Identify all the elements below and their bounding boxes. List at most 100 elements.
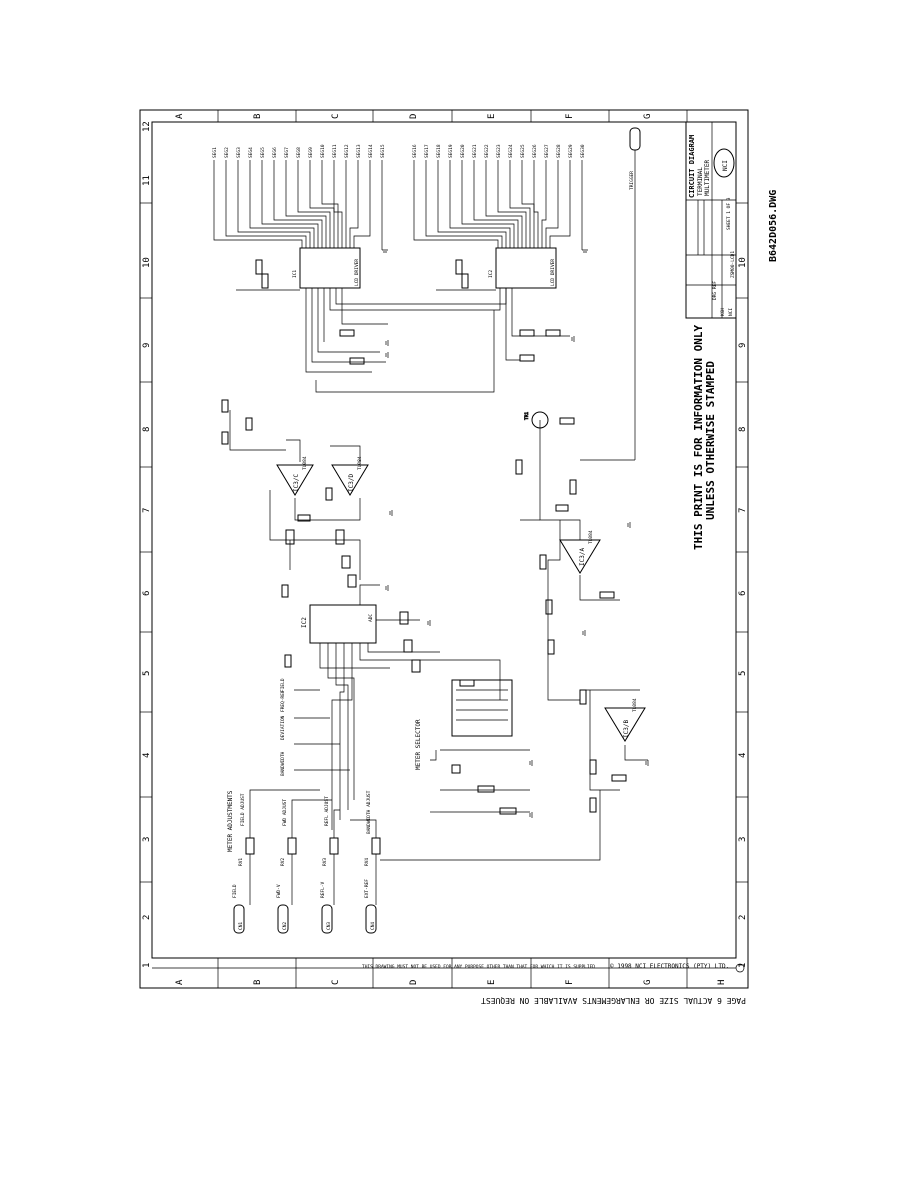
ic2-type: ADC: [368, 614, 374, 622]
pot-bw-ref: RV4: [364, 858, 370, 866]
pot-field-label: FIELD ADJUST: [240, 793, 246, 826]
nci-logo-text: NCI: [722, 160, 729, 171]
ic3b-label: IC3/B: [623, 720, 630, 738]
zone-num-r9: 9: [738, 343, 748, 348]
lcd-driver-b: IC2 LCD DRIVER: [488, 247, 557, 289]
seg-a-4: SEG4: [248, 147, 254, 158]
zone-letter-f2: F: [565, 980, 575, 985]
cn-refl-label: REFL-V: [320, 881, 326, 898]
ic2-ref: IC2: [301, 617, 308, 628]
zone-num-3: 3: [142, 837, 152, 842]
lcd-driver-a: IC1 LCD DRIVER: [292, 247, 361, 289]
cn4-ref: CN4: [370, 922, 376, 930]
inner-border: [151, 121, 737, 959]
seg-b-6: SEG21: [472, 144, 478, 158]
zone-letter-a2: A: [175, 979, 185, 985]
seg-a-7: SEG7: [284, 147, 290, 158]
drg-ref: DRG REF: [712, 281, 718, 300]
lcd-support-parts: [236, 259, 496, 291]
ic3a-type: TL084: [588, 530, 594, 544]
pot-refl-ref: RV3: [322, 858, 328, 866]
trigger-label: TRIGGER: [629, 171, 635, 190]
seg-a-9: SEG9: [308, 147, 314, 158]
opamp-ic3c: IC3/C TL084: [276, 456, 314, 496]
zone-num-r4: 4: [738, 753, 748, 758]
meter-adjust-title: METER ADJUSTMENTS: [227, 790, 234, 852]
drawing-number: B642D056.DWG: [768, 190, 779, 262]
ic3c-type: TL084: [302, 456, 308, 470]
zone-num-r2: 2: [738, 915, 748, 920]
seg-b-8: SEG23: [496, 144, 502, 158]
zone-letter-c: C: [331, 114, 341, 119]
opamp-ic3b: IC3/B TL084: [604, 698, 646, 742]
seg-a-3: SEG3: [236, 147, 242, 158]
ic3d-type: TL084: [357, 456, 363, 470]
seg-a-10: SEG10: [320, 144, 326, 158]
ic2-wiring: [281, 584, 501, 830]
zone-num-1: 1: [142, 963, 152, 968]
segment-labels-b: SEG16 SEG17 SEG18 SEG19 SEG20 SEG21 SEG2…: [412, 144, 586, 158]
zone-letter-g2: G: [643, 980, 653, 985]
tr1-label: TR1: [524, 412, 530, 420]
connectors: FIELD FWD-V REFL-V EXT-REF CN1 CN2 CN3 C…: [232, 879, 377, 934]
cn3-ref: CN3: [326, 922, 332, 930]
zone-num-9: 9: [142, 343, 152, 348]
seg-a-12: SEG12: [344, 144, 350, 158]
footer-note: PAGE 6 ACTUAL SIZE OR ENLARGEMENTS AVAIL…: [481, 996, 746, 1005]
seg-a-2: SEG2: [224, 147, 230, 158]
seg-a-14: SEG14: [368, 144, 374, 158]
zone-num-10: 10: [142, 257, 152, 268]
lcd-a-ref: IC1: [292, 270, 298, 278]
stamp-line-1: THIS PRINT IS FOR INFORMATION ONLY: [692, 324, 705, 550]
pot-fwd-label: FWD ADJUST: [282, 799, 288, 826]
seg-a-8: SEG8: [296, 147, 302, 158]
opamp-ab-wiring: TR1: [515, 411, 648, 813]
seg-a-5: SEG5: [260, 147, 266, 158]
zone-letter-e2: E: [487, 980, 497, 985]
cn2-ref: CN2: [282, 922, 288, 930]
seg-b-11: SEG26: [532, 144, 538, 158]
zone-num-r10: 10: [738, 257, 748, 268]
zone-num-r6: 6: [738, 591, 748, 596]
seg-b-3: SEG18: [436, 144, 442, 158]
seg-b-10: SEG25: [520, 144, 526, 158]
lcd-a-type: LCD DRIVER: [354, 259, 360, 286]
zone-letter-h2: H: [717, 980, 727, 985]
title-block: CIRCUIT DIAGRAM TERMINAL MULTIMETER NCI …: [685, 121, 737, 319]
nci-logo: [713, 148, 735, 178]
copyright-circle: [735, 963, 745, 973]
zone-num-7: 7: [142, 508, 152, 513]
seg-a-11: SEG11: [332, 144, 338, 158]
zone-num-6: 6: [142, 591, 152, 596]
trigger-connector: [629, 127, 641, 151]
bus-resistors: [339, 329, 561, 365]
pot-field-ref: RV1: [238, 858, 244, 866]
seg-b-12: SEG27: [544, 144, 550, 158]
lcd-b-type: LCD DRIVER: [550, 259, 556, 286]
stamp-line-2: UNLESS OTHERWISE STAMPED: [704, 361, 717, 520]
ic3c-label: IC3/C: [293, 474, 300, 492]
name-kgh: KGH: [720, 308, 726, 316]
selector-labels: BANDWIDTH DEVIATION FREQ-REF FIELD: [280, 678, 350, 776]
zone-letter-g: G: [643, 114, 653, 119]
seg-a-6: SEG6: [272, 147, 278, 158]
ic3a-label: IC3/A: [579, 548, 586, 566]
outer-border: [139, 109, 749, 989]
zone-letter-d: D: [409, 114, 419, 119]
pot-fwd-ref: RV2: [280, 858, 286, 866]
zone-num-5: 5: [142, 671, 152, 676]
copyright: © 1998 NCI ELECTRONICS (PTY) LTD.: [610, 963, 729, 970]
title-line-3: MULTIMETER: [704, 159, 711, 196]
zone-num-r5: 5: [738, 671, 748, 676]
ic3d-label: IC3/D: [348, 474, 355, 492]
zone-letter-b: B: [253, 114, 263, 119]
zone-num-r7: 7: [738, 508, 748, 513]
zone-letter-f: F: [565, 114, 575, 119]
cn1-ref: CN1: [238, 922, 244, 930]
zone-num-r3: 3: [738, 837, 748, 842]
segment-bus-a: [213, 160, 383, 250]
sheet-number: SHEET 1 OF 3: [726, 197, 732, 230]
ground-symbols: [382, 249, 649, 818]
cn-fwd-label: FWD-V: [276, 884, 282, 898]
zone-letter-d2: D: [409, 980, 419, 985]
